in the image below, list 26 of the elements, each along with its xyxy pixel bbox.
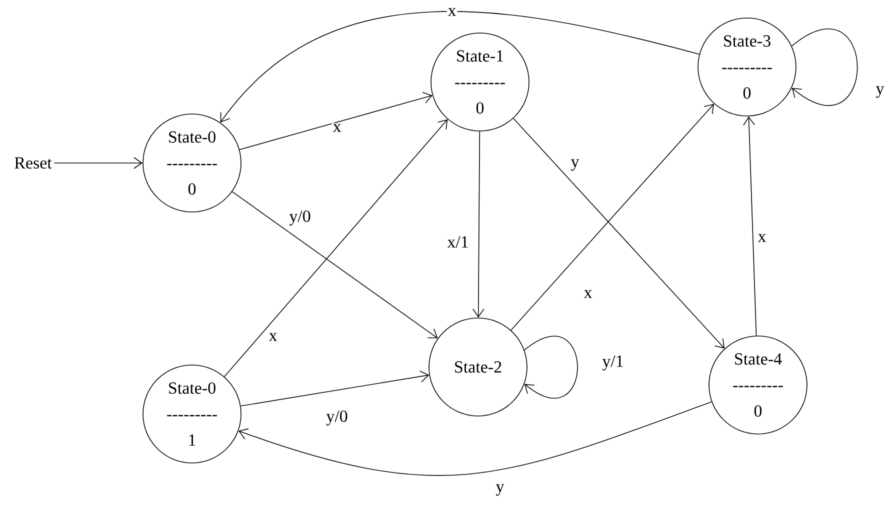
arrow <box>220 11 700 123</box>
arrow <box>240 370 430 406</box>
edge-label: x <box>582 289 594 299</box>
edge-label: y <box>874 85 886 99</box>
arrow <box>239 92 432 150</box>
arrow <box>232 191 438 338</box>
edge-label: x <box>268 332 278 342</box>
arrow <box>472 130 484 318</box>
edge-label: y <box>570 158 580 172</box>
edge-label: y/1 <box>601 354 625 372</box>
start-label: Reset <box>14 157 52 169</box>
edge-label: y/0 <box>288 210 312 226</box>
arrow <box>510 104 714 331</box>
edge-label: x <box>756 233 768 243</box>
arrow <box>54 157 143 169</box>
arrow <box>224 119 448 378</box>
edge-label: x <box>332 123 342 133</box>
arrow <box>743 116 757 336</box>
edge-label: x/1 <box>446 235 470 249</box>
edge-label: y/0 <box>325 410 349 426</box>
arrow <box>524 336 578 399</box>
arrow <box>513 118 725 349</box>
arrow <box>238 401 712 476</box>
edge-label: y <box>494 483 506 497</box>
arrow <box>791 28 858 106</box>
edge-label: x <box>446 7 458 17</box>
